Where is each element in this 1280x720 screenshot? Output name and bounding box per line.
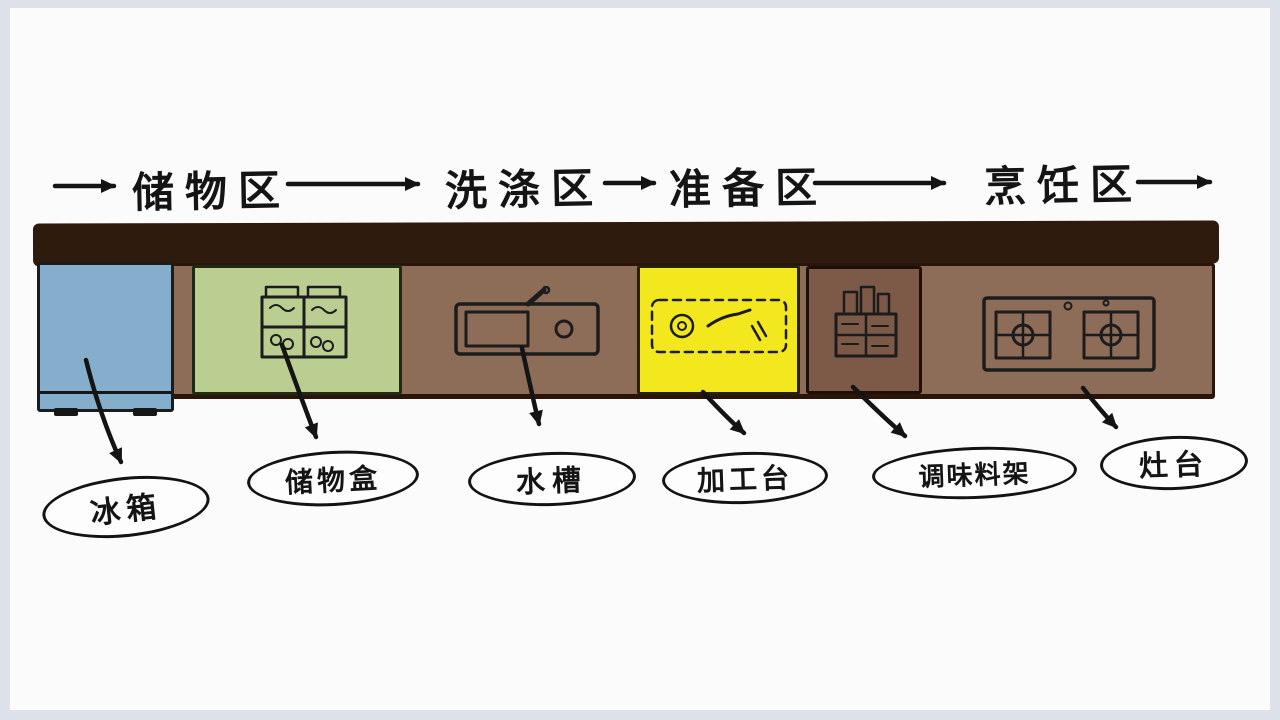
flow-zone-storage: 储物区 xyxy=(131,165,292,218)
cutting-board-icon xyxy=(650,298,788,354)
station-label-storage-box: 储物盒 xyxy=(284,461,382,499)
fridge-drawer-line xyxy=(40,391,171,394)
countertop xyxy=(32,220,1220,267)
prep-table-section xyxy=(637,265,800,395)
storage-boxes-icon xyxy=(260,285,348,359)
station-label-fridge: 冰箱 xyxy=(88,489,164,532)
fridge-foot xyxy=(54,408,78,416)
flow-zone-cooking: 烹饪区 xyxy=(983,159,1144,212)
station-label-sink: 水槽 xyxy=(515,462,589,500)
flow-zone-prep: 准备区 xyxy=(668,162,829,215)
flow-zone-washing: 洗涤区 xyxy=(444,163,605,216)
sink-icon xyxy=(454,286,600,356)
fridge-section xyxy=(37,262,174,416)
spice-rack-section xyxy=(806,266,922,394)
spice-rack-icon xyxy=(834,285,898,358)
station-label-stove: 灶台 xyxy=(1138,446,1210,484)
station-label-spice-rack: 调味料架 xyxy=(918,458,1032,493)
stove-icon xyxy=(982,296,1156,372)
fridge-foot xyxy=(133,408,157,416)
station-label-prep-table: 加工台 xyxy=(696,461,794,498)
